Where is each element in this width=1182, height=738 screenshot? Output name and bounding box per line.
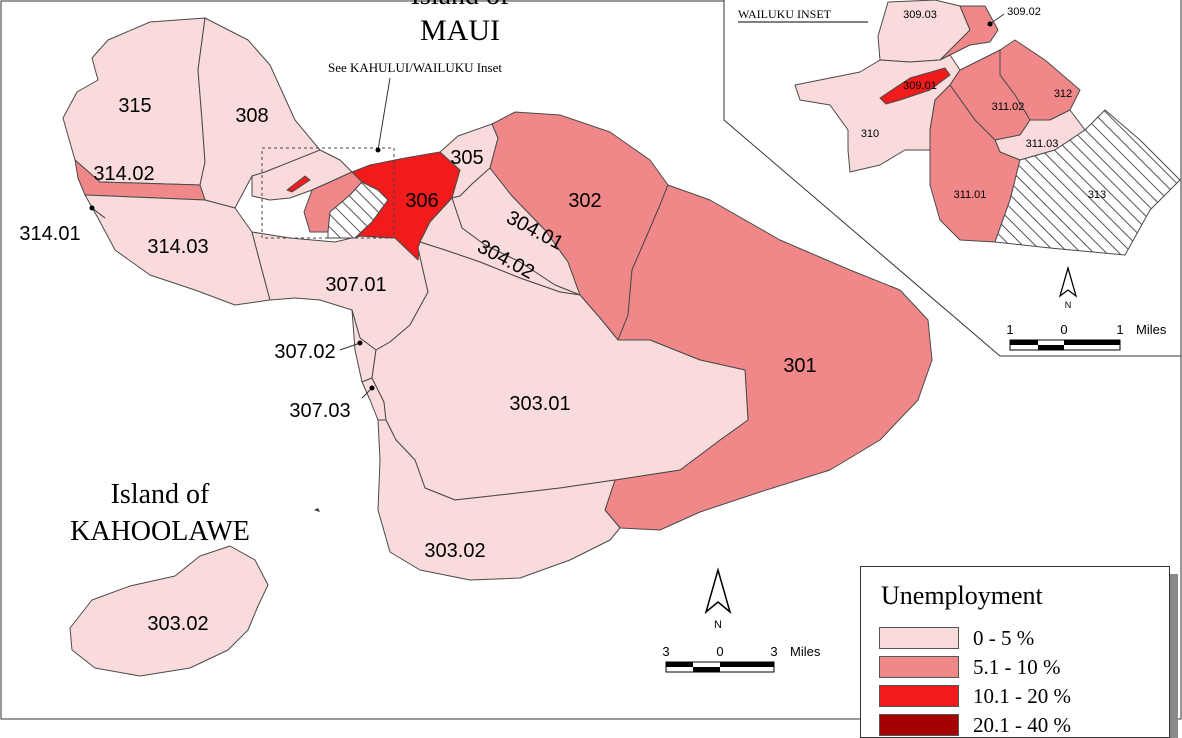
legend: Unemployment 0 - 5 % 5.1 - 10 % 10.1 - 2… [860, 566, 1170, 738]
label-301: 301 [783, 355, 816, 377]
label-307-01: 307.01 [325, 274, 386, 296]
legend-label: 10.1 - 20 % [973, 683, 1071, 708]
leader-314-01-dot [89, 205, 95, 211]
label-302: 302 [568, 190, 601, 212]
label-303-01: 303.01 [509, 393, 570, 415]
inset-scale-left: 1 [1006, 322, 1013, 337]
inset-note: See KAHULUI/WAILUKU Inset [328, 60, 502, 75]
inset-leader-dot [375, 147, 381, 153]
inset-tract-313[interactable] [994, 109, 1181, 256]
legend-swatch [879, 627, 959, 649]
north-arrow: N [704, 567, 732, 631]
label-314-01: 314.01 [19, 223, 80, 245]
label-307-03: 307.03 [289, 400, 350, 422]
leader-307-03-dot [369, 385, 375, 391]
inset-tract-309-01[interactable] [879, 67, 951, 105]
tract-309-01-small[interactable] [286, 175, 311, 193]
inset-label-309-02: 309.02 [1007, 6, 1041, 18]
inset-leader-309-02-dot [987, 21, 993, 27]
inset-scale-right: 1 [1116, 322, 1123, 337]
tract-303-02-kahoolawe[interactable] [69, 545, 269, 677]
inset-scale-unit: Miles [1136, 322, 1167, 337]
legend-title: Unemployment [881, 581, 1043, 610]
legend-label: 20.1 - 40 % [973, 712, 1071, 737]
legend-item: 0 - 5 % [879, 625, 1034, 651]
scale-unit-label: Miles [790, 644, 821, 659]
scale-bar: 3 0 3 Miles [662, 644, 821, 673]
legend-swatch [879, 656, 959, 678]
maui-title-line1: Island of [411, 0, 510, 11]
legend-swatch [879, 685, 959, 707]
tract-303-01[interactable] [371, 241, 749, 501]
inset-label-310: 310 [861, 128, 879, 140]
maui-title-line2: MAUI [420, 14, 500, 47]
label-305: 305 [450, 147, 483, 169]
label-308: 308 [235, 105, 268, 127]
scale-mid-label: 0 [716, 644, 723, 659]
leader-307-02 [339, 342, 361, 351]
unemployment-map: Island of MAUI See KAHULUI/WAILUKU Inset… [0, 0, 1182, 720]
label-314-02: 314.02 [93, 163, 154, 185]
leader-314-01 [91, 207, 106, 219]
inset-label-311-02: 311.02 [992, 101, 1025, 113]
legend-item: 20.1 - 40 % [879, 712, 1071, 738]
label-315: 315 [118, 95, 151, 117]
inset-label-312: 312 [1054, 88, 1072, 100]
legend-item: 5.1 - 10 % [879, 654, 1061, 680]
legend-label: 5.1 - 10 % [973, 654, 1061, 679]
inset-label-311-01: 311.01 [954, 189, 987, 201]
tract-314-03[interactable] [84, 194, 271, 306]
inset-north-arrow: N [1058, 265, 1078, 310]
legend-swatch [879, 714, 959, 736]
inset-tract-309-02[interactable] [939, 5, 999, 61]
inset-label-309-03: 309.03 [903, 9, 937, 21]
label-303-02: 303.02 [424, 540, 485, 562]
inset-label-311-03: 311.03 [1026, 138, 1059, 150]
inset-extent-box [261, 147, 395, 239]
legend-label: 0 - 5 % [973, 625, 1035, 650]
inset-label-309-01: 309.01 [903, 80, 937, 92]
tract-306[interactable] [351, 151, 461, 261]
islet [314, 508, 320, 512]
kahoolawe-title-line2: KAHOOLAWE [70, 516, 250, 547]
kahoolawe-title-line1: Island of [111, 479, 210, 510]
tract-303-02[interactable] [377, 419, 621, 581]
inset-leader-309-02 [989, 13, 1005, 25]
leader-307-02-dot [357, 340, 363, 346]
label-306: 306 [405, 190, 438, 212]
label-314-03: 314.03 [147, 236, 208, 258]
inset-north-label: N [1065, 300, 1072, 310]
label-307-02: 307.02 [274, 341, 335, 363]
inset-scale-bar: 1 0 1 Miles [1006, 322, 1167, 351]
north-arrow-label: N [714, 619, 722, 631]
scale-left-label: 3 [662, 644, 669, 659]
inset-scale-mid: 0 [1060, 322, 1067, 337]
map-frame [0, 0, 1182, 720]
label-303-02-kahoolawe: 303.02 [147, 613, 208, 635]
inset-label-313: 313 [1088, 189, 1106, 201]
inset-leader-line [377, 77, 391, 151]
inset-title: WAILUKU INSET [738, 7, 832, 21]
legend-item: 10.1 - 20 % [879, 683, 1071, 709]
scale-right-label: 3 [770, 644, 777, 659]
